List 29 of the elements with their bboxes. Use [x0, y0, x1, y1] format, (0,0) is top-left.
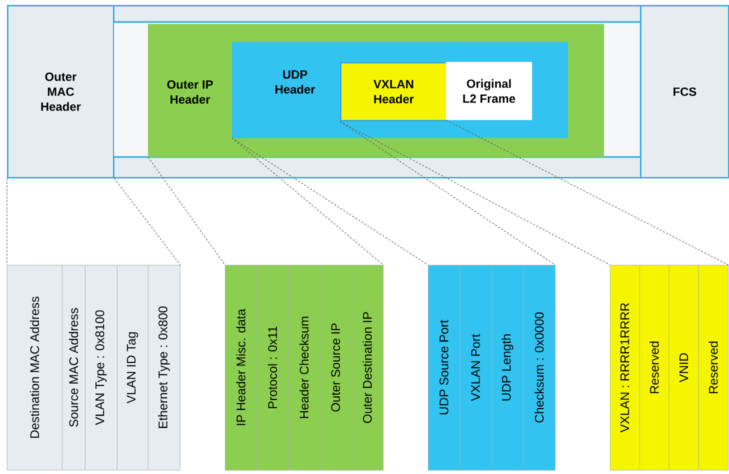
dashed-connector: [6, 178, 8, 266]
field-cell: UDP Length: [492, 265, 524, 470]
dashed-connector: [114, 178, 181, 266]
field-cell: UDP Source Port: [428, 265, 460, 470]
dashed-connector: [232, 138, 384, 266]
dashed-connector: [340, 121, 610, 266]
dashed-connector: [340, 121, 556, 266]
dashed-connector: [446, 120, 729, 266]
field-cell: VLAN Type : 0x8100: [85, 265, 118, 470]
field-cell: Outer Source IP: [320, 265, 352, 470]
field-cell: VLAN ID Tag: [117, 265, 148, 470]
field-cell: Protocol : 0x11: [256, 265, 289, 470]
field-cell: Ethernet Type : 0x800: [148, 265, 180, 470]
header-block: FCS: [640, 5, 729, 178]
field-cell: Header Checksum: [288, 265, 320, 470]
dashed-connector: [148, 156, 226, 266]
field-cell: VNID: [669, 265, 699, 470]
field-cell: Source MAC Address: [62, 265, 86, 470]
field-cell: Checksum : 0x0000: [523, 265, 556, 470]
field-cell: VXLAN : RRRR1RRRR: [610, 265, 640, 470]
field-cell: IP Header Misc. data: [225, 265, 257, 470]
field-cell: Reserved: [640, 265, 670, 470]
header-block: VXLAN Header: [340, 62, 448, 122]
field-cell: VXLAN Port: [460, 265, 492, 470]
dashed-connector: [232, 138, 428, 266]
header-block: Original L2 Frame: [446, 62, 532, 120]
field-cell: Outer Destination IP: [351, 265, 384, 470]
field-cell: Reserved: [698, 265, 728, 470]
header-block: Outer MAC Header: [7, 5, 114, 178]
